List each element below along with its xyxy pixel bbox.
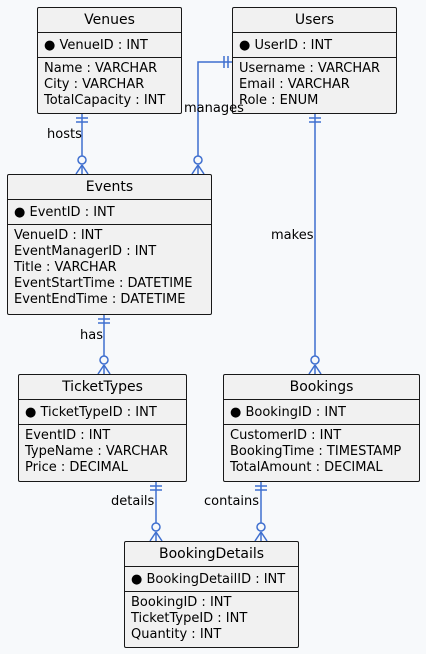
relationship-label-details: details — [111, 494, 155, 509]
entity-tickettypes[interactable]: TicketTypes ● TicketTypeID : INT EventID… — [18, 374, 187, 482]
attribute: Title : VARCHAR — [14, 260, 117, 275]
pk-bullet-icon: ● — [230, 405, 242, 420]
primary-key: ● VenueID : INT — [44, 38, 148, 53]
entity-title: TicketTypes — [19, 375, 186, 400]
relationship-label-hosts: hosts — [47, 127, 82, 142]
relationship-label-has: has — [80, 328, 103, 343]
attribute-list: EventID : INT TypeName : VARCHAR Price :… — [19, 425, 186, 480]
attribute: TicketTypeID : INT — [131, 611, 248, 626]
entity-venues[interactable]: Venues ● VenueID : INT Name : VARCHAR Ci… — [37, 7, 182, 114]
attribute: CustomerID : INT — [230, 428, 342, 443]
primary-key: ● TicketTypeID : INT — [25, 405, 157, 420]
attribute: BookingTime : TIMESTAMP — [230, 444, 402, 459]
edge-has-many-crowfoot — [97, 364, 105, 375]
edge-hosts-many-crowfoot — [75, 164, 83, 175]
edge-manages-many-crowfoot — [191, 164, 199, 175]
entity-title: BookingDetails — [125, 542, 298, 567]
attribute-list: BookingID : INT TicketTypeID : INT Quant… — [125, 592, 298, 647]
pk-bullet-icon: ● — [44, 38, 56, 53]
attribute: Name : VARCHAR — [44, 61, 158, 76]
attribute: EventID : INT — [25, 428, 111, 443]
pk-bullet-icon: ● — [131, 572, 143, 587]
edge-hosts-many-circle — [77, 155, 87, 165]
edge-details-many-circle — [151, 522, 161, 532]
attribute: TotalAmount : DECIMAL — [230, 460, 383, 475]
attribute: EventManagerID : INT — [14, 244, 157, 259]
edge-makes-many-crowfoot — [308, 364, 316, 375]
attribute: TypeName : VARCHAR — [25, 444, 168, 459]
attribute: VenueID : INT — [14, 228, 103, 243]
edge-makes-many-crowfoot — [314, 364, 322, 375]
separator — [224, 424, 419, 425]
attribute: Email : VARCHAR — [239, 77, 350, 92]
edge-manages — [197, 61, 232, 160]
separator — [125, 591, 298, 592]
entity-title: Venues — [38, 8, 181, 33]
edge-has-many-circle — [99, 355, 109, 365]
relationship-label-manages: manages — [184, 101, 244, 116]
entity-bookingdetails[interactable]: BookingDetails ● BookingDetailID : INT B… — [124, 541, 299, 648]
entity-events[interactable]: Events ● EventID : INT VenueID : INT Eve… — [7, 174, 212, 315]
edge-hosts-many-crowfoot — [81, 164, 89, 175]
attribute: EventStartTime : DATETIME — [14, 276, 193, 291]
separator — [233, 57, 396, 58]
entity-users[interactable]: Users ● UserID : INT Username : VARCHAR … — [232, 7, 397, 114]
attribute-list: CustomerID : INT BookingTime : TIMESTAMP… — [224, 425, 419, 480]
edge-contains-many-crowfoot — [260, 531, 268, 542]
attribute: EventEndTime : DATETIME — [14, 292, 186, 307]
attribute: Username : VARCHAR — [239, 61, 381, 76]
attribute-list: Username : VARCHAR Email : VARCHAR Role … — [233, 58, 396, 113]
edge-makes-many-circle — [310, 355, 320, 365]
attribute: Price : DECIMAL — [25, 460, 128, 475]
entity-bookings[interactable]: Bookings ● BookingID : INT CustomerID : … — [223, 374, 420, 482]
attribute: Role : ENUM — [239, 93, 319, 108]
pk-bullet-icon: ● — [239, 38, 251, 53]
attribute: TotalCapacity : INT — [44, 93, 166, 108]
separator — [8, 224, 211, 225]
edge-has-many-crowfoot — [103, 364, 111, 375]
separator — [38, 57, 181, 58]
relationship-label-makes: makes — [271, 228, 314, 243]
pk-bullet-icon: ● — [25, 405, 37, 420]
edge-contains-many-crowfoot — [254, 531, 262, 542]
separator — [19, 424, 186, 425]
pk-bullet-icon: ● — [14, 205, 26, 220]
entity-title: Users — [233, 8, 396, 33]
primary-key: ● BookingDetailID : INT — [131, 572, 286, 587]
relationship-label-contains: contains — [204, 494, 260, 509]
primary-key: ● UserID : INT — [239, 38, 333, 53]
primary-key: ● EventID : INT — [14, 205, 115, 220]
attribute: Quantity : INT — [131, 627, 222, 642]
edge-manages-many-crowfoot — [197, 164, 205, 175]
attribute: City : VARCHAR — [44, 77, 145, 92]
attribute: BookingID : INT — [131, 595, 232, 610]
entity-title: Bookings — [224, 375, 419, 400]
attribute-list: Name : VARCHAR City : VARCHAR TotalCapac… — [38, 58, 181, 113]
entity-title: Events — [8, 175, 211, 200]
primary-key: ● BookingID : INT — [230, 405, 346, 420]
attribute-list: VenueID : INT EventManagerID : INT Title… — [8, 225, 211, 312]
edge-details-many-crowfoot — [155, 531, 163, 542]
edge-details-many-crowfoot — [149, 531, 157, 542]
edge-manages-many-circle — [193, 155, 203, 165]
edge-contains-many-circle — [256, 522, 266, 532]
